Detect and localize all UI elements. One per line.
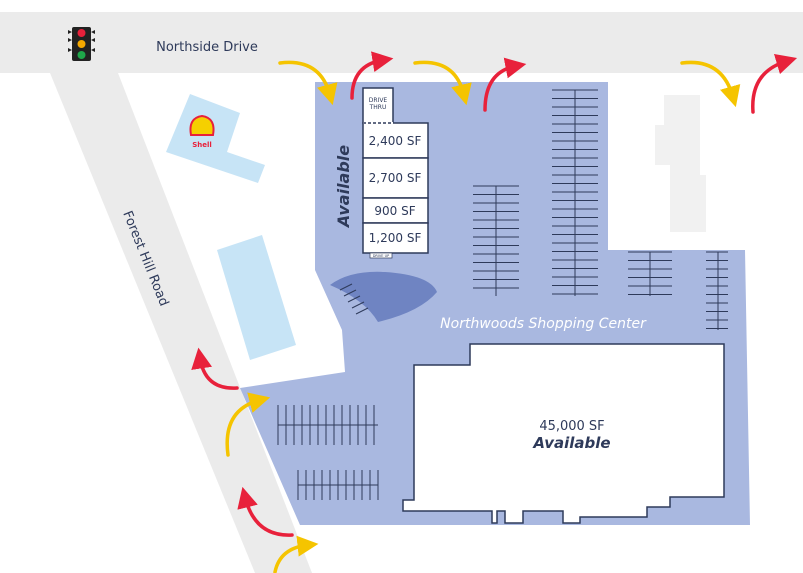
outparcel-available-label: Available xyxy=(334,145,353,229)
entry-arrow-icon xyxy=(225,392,271,457)
parking-stripes xyxy=(277,89,728,500)
shell-logo: Shell xyxy=(189,114,215,149)
main-building xyxy=(402,343,725,524)
suite-size: 1,200 SF xyxy=(369,231,422,245)
parking-stripe xyxy=(339,283,353,291)
entry-arrow-icon xyxy=(413,60,472,106)
parking-stripe xyxy=(355,307,369,315)
exit-arrow-icon xyxy=(483,57,527,112)
entry-arrow-icon xyxy=(278,60,338,106)
suite-size: 900 SF xyxy=(374,204,415,218)
shell-logo-text: Shell xyxy=(192,141,212,149)
drive-thru-label: DRIVE xyxy=(369,97,388,104)
parking-stripe xyxy=(343,289,357,297)
parking-stripe xyxy=(351,301,365,309)
drive-thru-lane xyxy=(330,271,437,322)
main-building-size: 45,000 SF xyxy=(539,419,604,434)
exit-arrow-icon xyxy=(350,51,394,100)
outparcel-building xyxy=(362,87,429,259)
drive-thru-label: THRU xyxy=(369,104,387,111)
entry-arrow-icon xyxy=(273,535,319,573)
suite-size: 2,700 SF xyxy=(369,171,422,185)
northside-drive-label: Northside Drive xyxy=(156,40,258,55)
exit-arrow-icon xyxy=(191,347,239,390)
pad-building xyxy=(217,235,296,360)
exit-arrow-icon xyxy=(237,486,294,537)
exit-arrow-icon xyxy=(751,53,798,114)
neighbor-building xyxy=(655,95,706,232)
traffic-arrows xyxy=(191,51,798,573)
forest-hill-road xyxy=(50,73,312,573)
drive-up-label: DRIVE UP xyxy=(373,254,390,258)
suite-size: 2,400 SF xyxy=(369,134,422,148)
parking-stripe xyxy=(347,295,361,303)
shell-pad xyxy=(166,94,265,183)
shopping-center-name: Northwoods Shopping Center xyxy=(440,316,647,332)
entry-arrow-icon xyxy=(680,60,741,108)
traffic-light-icon xyxy=(68,27,95,61)
northside-drive-road xyxy=(0,12,803,73)
main-building-available: Available xyxy=(532,434,610,452)
